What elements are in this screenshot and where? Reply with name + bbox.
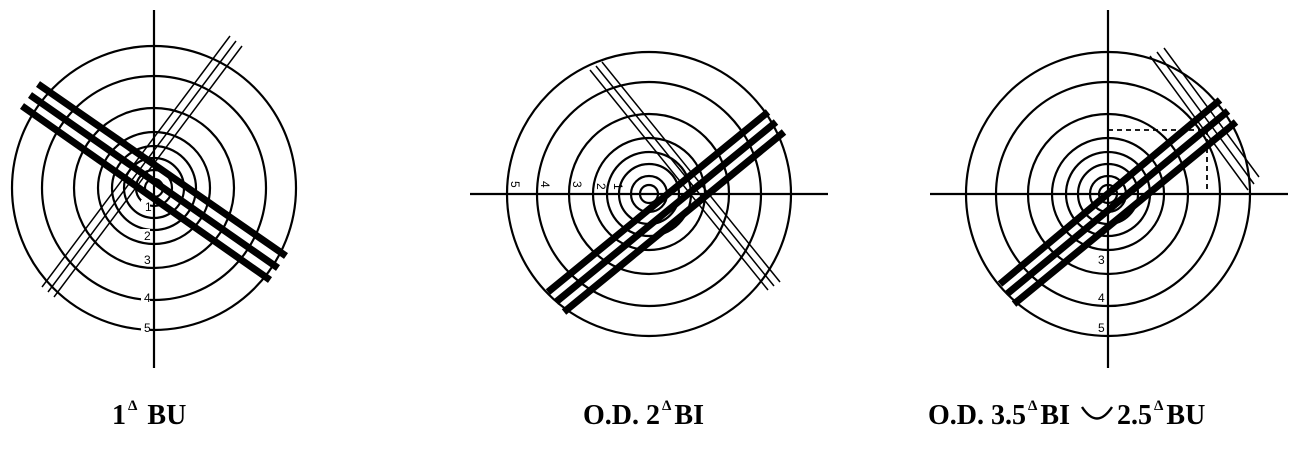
thick-line xyxy=(553,119,779,305)
target-panel-3: 3 4 5 xyxy=(930,10,1288,368)
thin-line xyxy=(1149,55,1249,191)
label-bg xyxy=(141,229,150,241)
thick-line xyxy=(545,109,771,295)
label-bg xyxy=(141,200,150,212)
thick-line xyxy=(19,103,273,283)
thick-line xyxy=(1011,119,1239,307)
thick-line xyxy=(1004,108,1231,297)
thick-line xyxy=(997,97,1223,287)
prism-delta-symbol: Δ xyxy=(662,398,672,414)
thin-line xyxy=(41,35,231,288)
ring-label-4: 4 xyxy=(1098,291,1105,305)
ring-label-5: 5 xyxy=(508,181,522,188)
thin-line xyxy=(1163,47,1260,178)
prism-delta-symbol: Δ xyxy=(1153,398,1164,414)
prism-delta-symbol: Δ xyxy=(128,398,138,414)
label-bg xyxy=(141,291,150,303)
label-bg xyxy=(1096,320,1105,332)
label-bg xyxy=(141,253,150,265)
ring-label-1: 1 xyxy=(611,183,625,190)
caption-direction: BU xyxy=(147,400,187,431)
ring-label-4: 4 xyxy=(144,291,151,305)
caption-direction: BI xyxy=(1040,400,1070,431)
thin-line xyxy=(47,40,237,293)
ring-label-3: 3 xyxy=(1098,253,1105,267)
thin-line xyxy=(1156,51,1255,185)
caption-value: 2 xyxy=(646,400,660,431)
caption-value-2: 2.5 xyxy=(1116,400,1152,431)
thick-line xyxy=(36,81,288,259)
ring-label-2: 2 xyxy=(594,183,608,190)
caption-prefix: O.D. xyxy=(583,400,639,431)
thick-line xyxy=(27,92,281,271)
caption-prefix: O.D. xyxy=(928,400,984,431)
ring-label-5: 5 xyxy=(1098,321,1105,335)
ring-label-4: 4 xyxy=(538,181,552,188)
thick-line xyxy=(561,129,787,315)
target-panel-1: 1 2 3 4 5 xyxy=(10,10,298,368)
target-panel-2: 1 2 3 4 5 xyxy=(470,50,828,338)
ring-label-1: 1 xyxy=(145,200,152,214)
combined-arc-icon xyxy=(1080,406,1113,420)
ring-label-3: 3 xyxy=(144,253,151,267)
label-bg xyxy=(141,321,150,333)
ring-label-5: 5 xyxy=(144,321,151,335)
caption-value: 3.5 xyxy=(991,400,1026,431)
caption-value: 1 xyxy=(112,400,126,431)
caption-direction: BI xyxy=(674,400,704,431)
thin-line xyxy=(589,69,769,291)
label-bg xyxy=(1096,291,1105,303)
label-bg xyxy=(1096,253,1105,265)
thin-line xyxy=(53,45,243,298)
ring-label-2: 2 xyxy=(144,229,151,243)
prism-delta-symbol: Δ xyxy=(1028,398,1038,414)
ring-label-3: 3 xyxy=(570,181,584,188)
caption-direction-2: BU xyxy=(1166,400,1206,431)
